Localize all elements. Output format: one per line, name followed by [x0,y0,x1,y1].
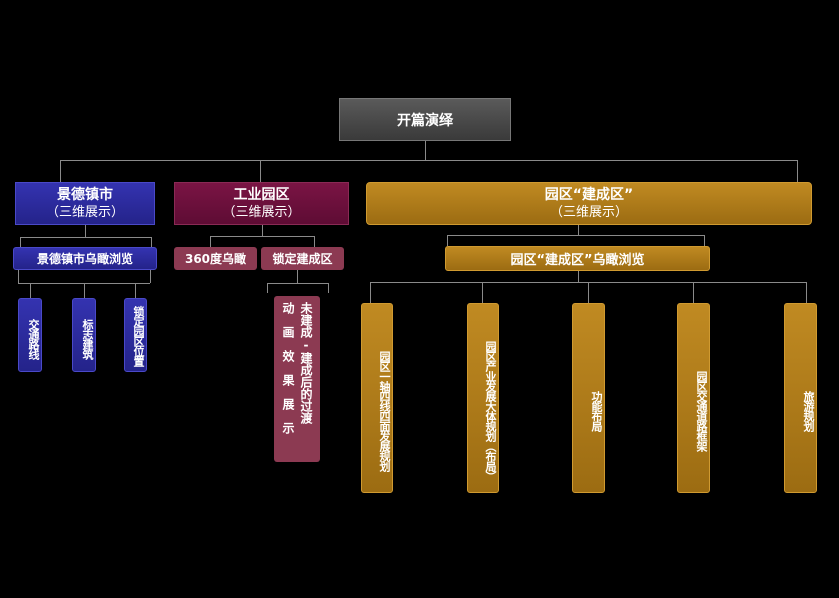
connector [84,283,85,298]
connector [328,283,329,293]
leaf-text: 未建成-建成后的过渡 [299,302,313,424]
node-industrial-park: 工业园区 （三维展示） [174,182,349,225]
node-subtitle: （三维展示） [222,204,301,220]
connector [60,160,61,182]
connector [260,160,261,182]
connector [151,237,152,247]
leaf-tourism-plan: 旅游规划 [784,303,817,493]
node-title: 工业园区 [233,186,290,203]
leaf-road-framework: 园区交通道路框架 [677,303,710,493]
connector [578,225,579,235]
connector [30,283,31,298]
root-node: 开篇演绎 [339,98,511,141]
connector [370,282,371,303]
leaf-lock-park: 锁定园区位置 [124,298,147,372]
connector [267,283,328,284]
node-jingdezhen: 景德镇市 （三维展示） [15,182,155,225]
connector [806,282,807,303]
connector [18,270,19,283]
connector [60,160,797,161]
connector [578,271,579,282]
connector [297,270,298,283]
connector [704,235,705,246]
node-built-area-aerial: 园区“建成区”乌瞰浏览 [445,246,710,271]
connector [267,283,268,293]
connector [210,236,211,247]
connector [262,225,263,236]
node-subtitle: （三维展示） [549,204,628,220]
node-title: 景德镇市 [57,186,113,203]
connector [425,141,426,160]
connector [135,283,136,298]
node-title: 园区“建成区” [544,186,634,203]
leaf-traffic-route: 交通路线 [18,298,42,372]
node-city-aerial: 景德镇市乌瞰浏览 [13,247,157,270]
leaf-axis-plan: 园区一轴四线四面发展规划 [361,303,393,493]
node-lock-built-area: 锁定建成区 [261,247,344,270]
node-subtitle: （三维展示） [45,204,124,220]
connector [447,235,448,246]
connector [588,282,589,303]
connector [447,235,704,236]
leaf-animation: 未建成-建成后的过渡 动画效果展示 [274,296,320,462]
connector [150,270,151,283]
connector [314,236,315,247]
leaf-landmark: 标志建筑 [72,298,96,372]
node-built-area: 园区“建成区” （三维展示） [366,182,812,225]
connector [20,237,152,238]
connector [20,237,21,247]
connector [482,282,483,303]
connector [210,236,314,237]
connector [693,282,694,303]
leaf-industry-plan: 园区产业发展大体规划（布局） [467,303,499,493]
leaf-function-layout: 功能布局 [572,303,605,493]
connector [797,160,798,182]
connector [85,225,86,237]
node-360-aerial: 360度乌瞰 [174,247,257,270]
leaf-text: 动画效果展示 [281,302,295,446]
